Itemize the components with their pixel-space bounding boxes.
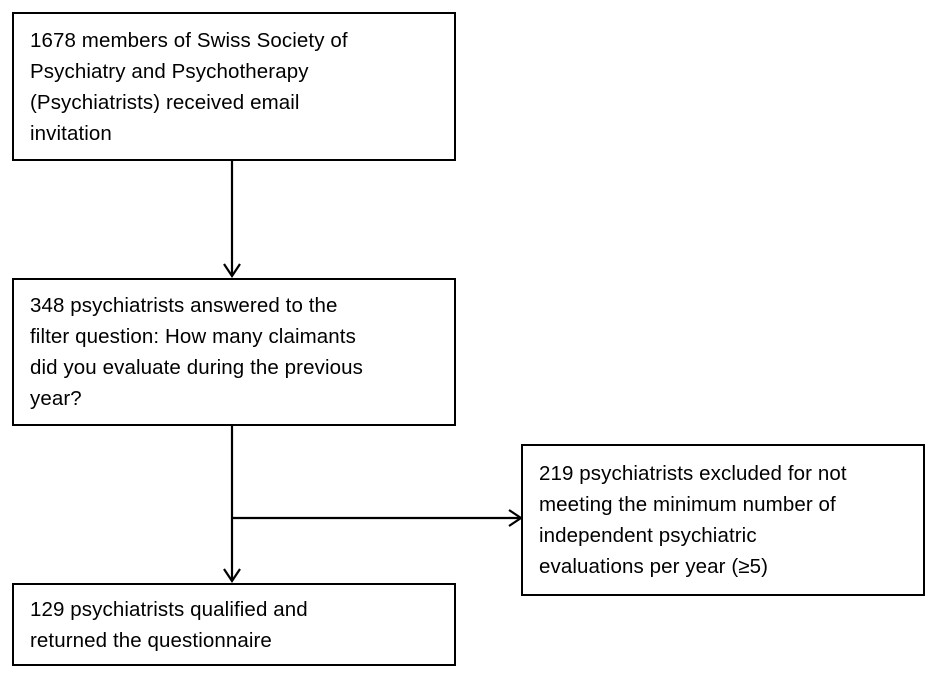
invited-box-text: 1678 members of Swiss Society of Psychia… [30, 28, 348, 145]
answered-box: 348 psychiatrists answered to the filter… [12, 278, 456, 426]
excluded-box-text: 219 psychiatrists excluded for not meeti… [539, 462, 847, 578]
qualified-box-text: 129 psychiatrists qualified and returned… [30, 597, 308, 652]
edge-answered-to-qualified [223, 426, 241, 583]
excluded-box: 219 psychiatrists excluded for not meeti… [521, 444, 925, 596]
edge-answered-to-excluded [232, 509, 523, 527]
invited-box: 1678 members of Swiss Society of Psychia… [12, 12, 456, 161]
answered-box-text: 348 psychiatrists answered to the filter… [30, 294, 363, 410]
qualified-box: 129 psychiatrists qualified and returned… [12, 583, 456, 666]
edge-invited-to-answered [223, 161, 241, 278]
